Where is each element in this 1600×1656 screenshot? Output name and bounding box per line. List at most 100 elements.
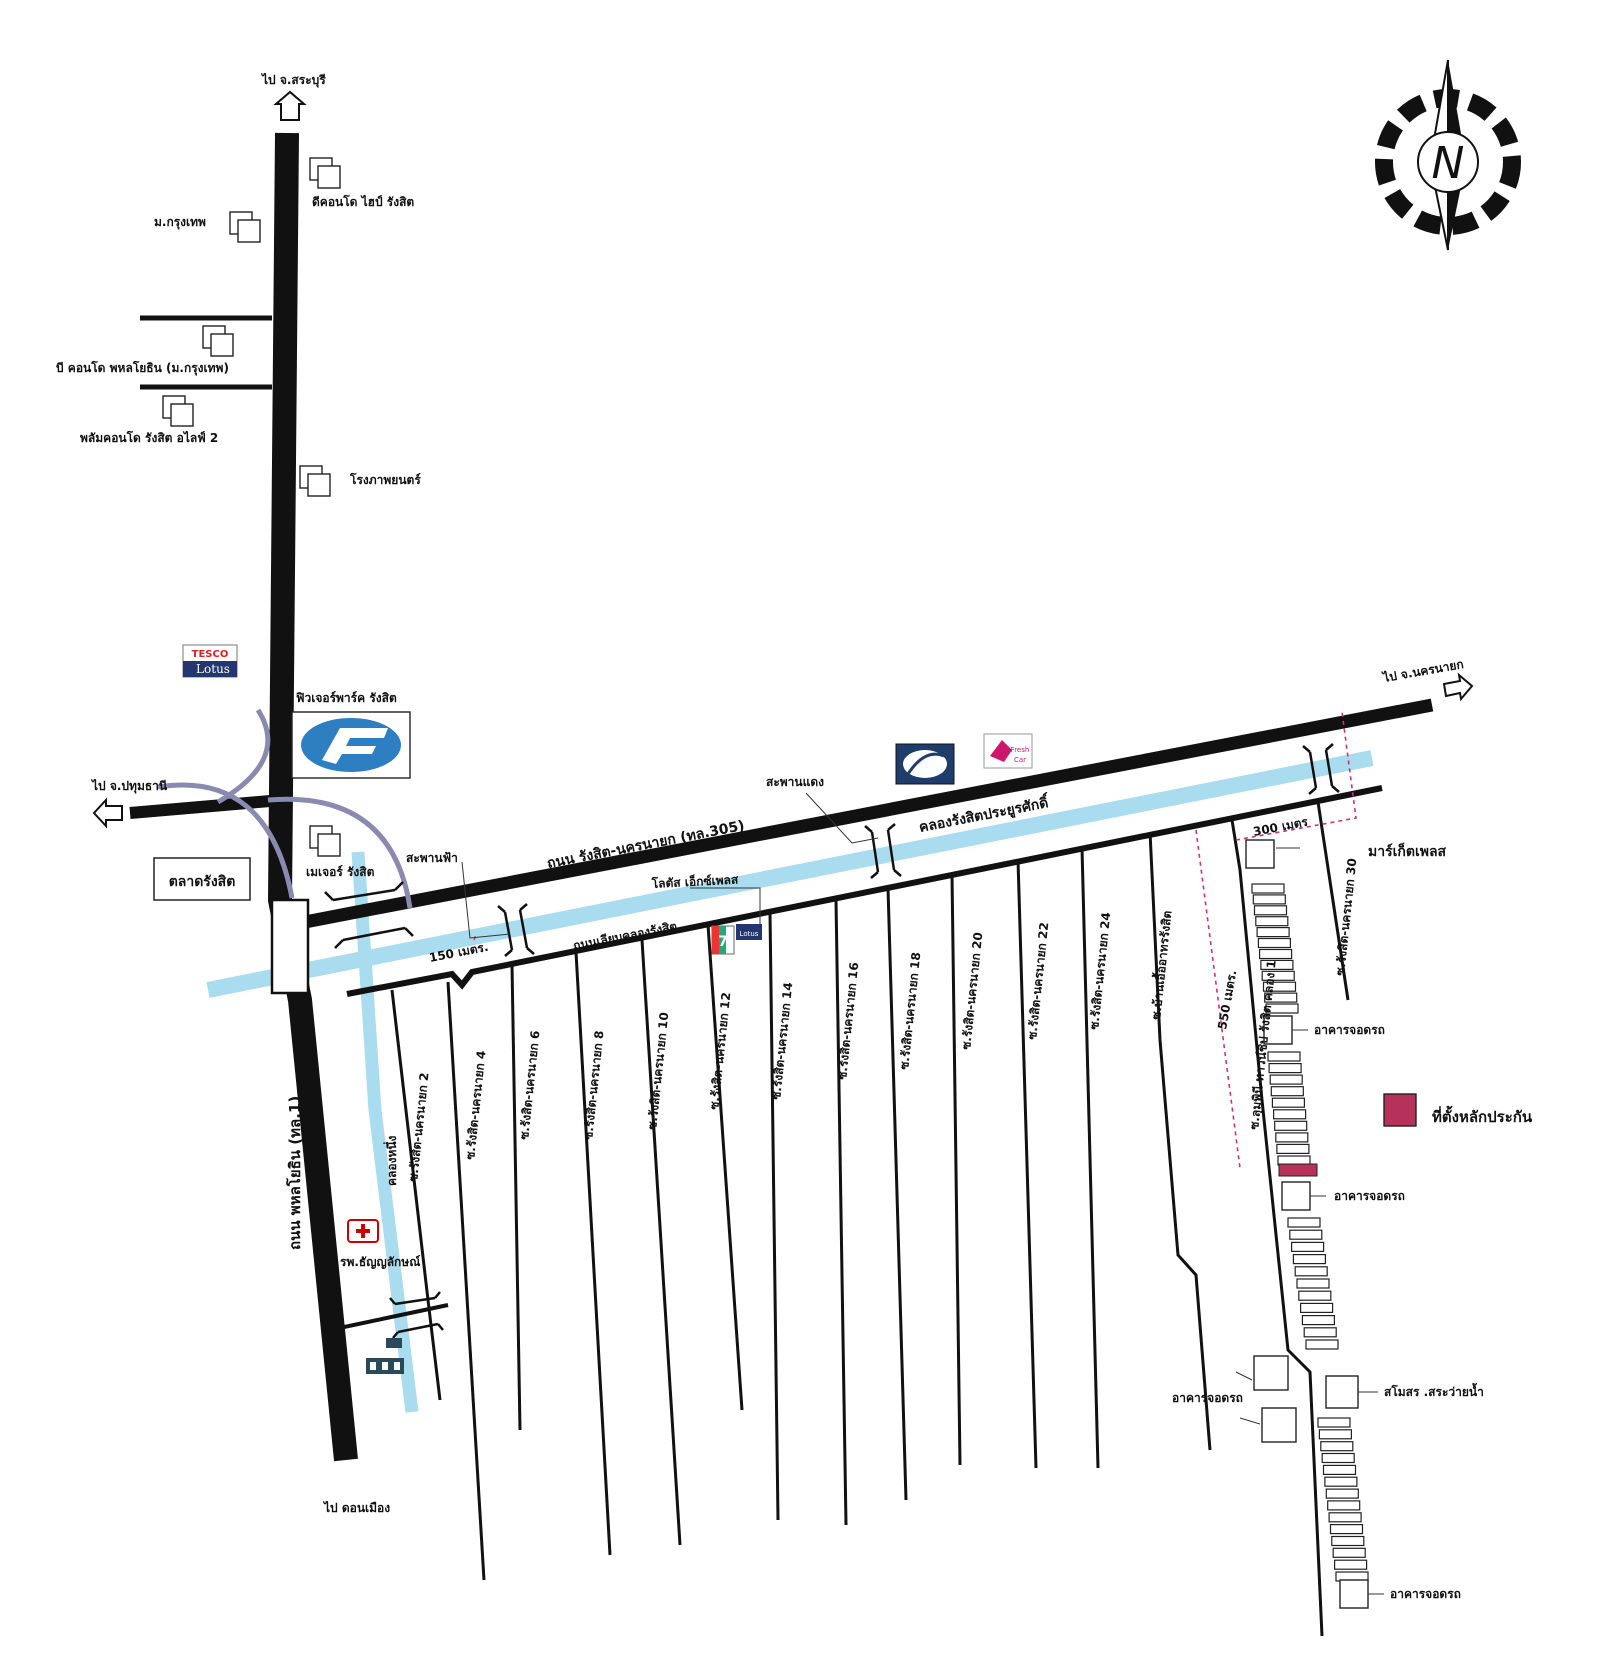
- arrow-north-icon: [273, 90, 307, 121]
- canals: [206, 750, 1374, 1413]
- soi-16: [834, 899, 848, 1526]
- soi-14: [768, 911, 780, 1521]
- dest-south: ไป ดอนเมือง: [322, 1500, 390, 1515]
- parking-box-3b: [1261, 1407, 1297, 1443]
- parking-box-3a: [1253, 1355, 1289, 1391]
- label-hospital: รพ.ธัญญลักษณ์: [340, 1255, 420, 1269]
- building-plum-condo-icon: [162, 395, 194, 427]
- building-block: [1264, 992, 1298, 1003]
- curve-road-1: [216, 708, 271, 805]
- parking-box-4: [1339, 1579, 1369, 1609]
- seven-eleven-logo: 7: [711, 925, 735, 955]
- label-d-condo: ดีคอนโด ไฮป์ รังสิต: [312, 194, 414, 209]
- label-market-place: มาร์เก็ตเพลส: [1368, 842, 1447, 860]
- fresh-car-top: Fresh: [1011, 746, 1030, 754]
- building-block: [1328, 1512, 1362, 1523]
- building-block: [1251, 883, 1285, 894]
- label-sky-bridge: สะพานฟ้า: [406, 851, 458, 865]
- building-block: [1289, 1229, 1323, 1240]
- soi-label: ซ.รังสิต-นครนายก 22: [1025, 922, 1051, 1041]
- collateral-marker: [1278, 1163, 1318, 1177]
- building-block: [1321, 1452, 1355, 1464]
- seven-eleven-label: 7: [718, 934, 728, 950]
- building-icons: [162, 157, 341, 857]
- canal-khlong-nueng: [351, 851, 419, 1413]
- soi-18: [886, 887, 908, 1501]
- label-cinema: โรงภาพยนตร์: [349, 472, 421, 487]
- dim-550: [1195, 829, 1241, 1169]
- building-block: [1318, 1429, 1353, 1440]
- arrow-west-icon: [92, 797, 123, 829]
- building-block: [1299, 1302, 1334, 1314]
- parking-box-2: [1281, 1181, 1311, 1211]
- label-club: สโมสร .สระว่ายน้ำ: [1384, 1382, 1484, 1399]
- building-block: [1331, 1535, 1365, 1547]
- soi-label: ซ.บ้านเอื้ออาทรรังสิต: [1146, 909, 1174, 1020]
- soi-label: ซ.รังสิต-นครนายก 6: [517, 1030, 542, 1140]
- road-rangsit-nakhonnayok: [303, 698, 1434, 929]
- building-block: [1324, 1476, 1358, 1487]
- road-canal-side: [346, 785, 1383, 997]
- building-block: [1276, 1143, 1310, 1155]
- leader-lines: [461, 792, 1384, 1595]
- building-block: [1272, 1109, 1307, 1120]
- station-icon: [366, 1338, 404, 1374]
- road-phahonyothin: [267, 132, 358, 1462]
- building-block: [1294, 1266, 1328, 1277]
- legend-label: ที่ตั้งหลักประกัน: [1432, 1105, 1533, 1126]
- building-block: [1287, 1217, 1321, 1228]
- label-parking-3: อาคารจอดรถ: [1172, 1391, 1243, 1405]
- hospital-icon: [347, 1219, 379, 1243]
- building-block: [1325, 1488, 1359, 1499]
- building-block: [1320, 1441, 1354, 1452]
- building-major-icon: [309, 825, 341, 857]
- dest-east: ไป จ.นครนายก: [1380, 656, 1465, 685]
- arrow-east-icon: [1442, 672, 1474, 702]
- building-block: [1258, 948, 1293, 960]
- road-west-branch: [129, 794, 283, 819]
- building-block: [1269, 1074, 1303, 1085]
- parking-box-1: [1263, 1015, 1293, 1045]
- soi-lumpini: [1230, 819, 1324, 1637]
- soi-label: ซ.รังสิต-นครนายก 20: [959, 932, 985, 1051]
- label-bangkok-univ: ม.กรุงเทพ: [154, 215, 206, 230]
- leaf-logo: [895, 743, 955, 785]
- building-block: [1257, 937, 1292, 949]
- curve-roads: [157, 708, 413, 909]
- label-future-park: ฟิวเจอร์พาร์ค รังสิต: [296, 691, 397, 705]
- label-parking-2: อาคารจอดรถ: [1334, 1189, 1405, 1203]
- building-block: [1301, 1314, 1336, 1326]
- building-block: [1252, 894, 1286, 905]
- bridge-hospital: [389, 1291, 444, 1339]
- building-block: [1268, 1062, 1302, 1074]
- building-block: [1292, 1253, 1327, 1265]
- bridge-sky: [324, 881, 414, 949]
- soi-baan-ua: [1148, 831, 1212, 1451]
- curve-road-3: [267, 796, 413, 909]
- soi-label: ซ.รังสิต-นครนายก 30: [1333, 858, 1359, 977]
- soi-label: ซ.รังสิต-นครนายก 4: [463, 1050, 488, 1160]
- club-box: [1325, 1375, 1359, 1409]
- label-parking-4: อาคารจอดรถ: [1390, 1587, 1461, 1601]
- label-major: เมเจอร์ รังสิต: [306, 865, 375, 879]
- building-b-condo-icon: [202, 325, 234, 357]
- compass-letter: N: [1432, 138, 1465, 189]
- legend: ที่ตั้งหลักประกัน: [1383, 1093, 1533, 1127]
- label-phahonyothin: ถนน พหลโยธิน (ทล.1): [285, 1096, 304, 1250]
- lotus-small-logo: Lotus: [736, 924, 762, 940]
- building-block: [1267, 1051, 1301, 1062]
- building-block: [1261, 970, 1295, 981]
- label-khlong-nueng: คลองหนึ่ง: [383, 1135, 399, 1186]
- soi-24: [1080, 847, 1100, 1469]
- facility-boxes: [1245, 839, 1369, 1609]
- main-roads: [129, 132, 1434, 1462]
- building-block: [1305, 1339, 1339, 1350]
- building-block: [1327, 1500, 1361, 1511]
- label-lotus-express: โลตัส เอ็กซ์เพลส: [650, 871, 739, 891]
- soi-8: [574, 951, 612, 1556]
- soi-10: [640, 939, 682, 1546]
- building-block: [1290, 1241, 1325, 1253]
- building-block: [1303, 1327, 1337, 1338]
- label-b-condo: บี คอนโด พหลโยธิน (ม.กรุงเทพ): [56, 360, 229, 376]
- building-block: [1262, 981, 1297, 992]
